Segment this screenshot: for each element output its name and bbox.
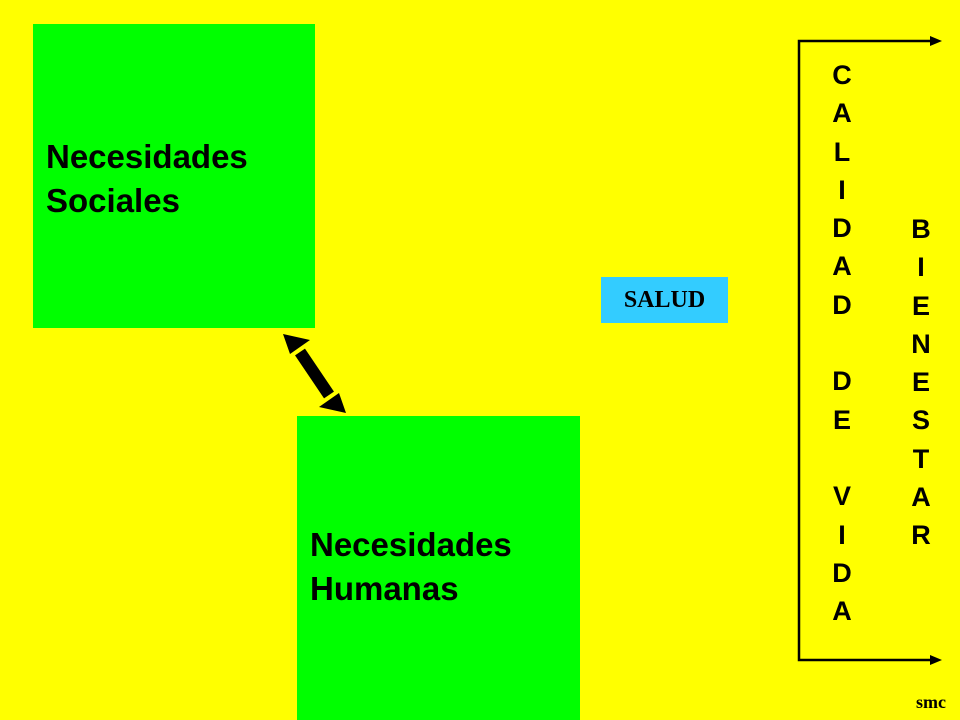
social-needs-label: Necesidades Sociales: [46, 135, 248, 223]
quality-of-life-gap: [820, 439, 864, 477]
wellbeing-letter: I: [917, 252, 925, 283]
quality-of-life-letter: D: [832, 289, 852, 320]
quality-of-life-letter: E: [832, 404, 851, 435]
quality-of-life-letter: D: [832, 213, 852, 244]
quality-of-life-letter: C: [832, 60, 852, 90]
quality-of-life-letter: A: [832, 98, 852, 129]
wellbeing-letter: E: [911, 290, 930, 321]
human-needs-line1: Necesidades: [310, 526, 512, 563]
quality-of-life-letter: V: [832, 481, 851, 512]
quality-of-life-letter: A: [832, 596, 852, 627]
double-arrow-icon: [283, 334, 346, 413]
wellbeing-letter: A: [911, 482, 931, 513]
wellbeing-letter: B: [911, 214, 931, 244]
quality-of-life-letter: L: [833, 136, 851, 167]
human-needs-label: Necesidades Humanas: [310, 523, 512, 611]
wellbeing-letter: S: [911, 405, 930, 436]
wellbeing-letter: T: [912, 443, 930, 474]
author-credit: smc: [916, 692, 946, 712]
quality-of-life-letter: D: [832, 557, 852, 588]
wellbeing-letter: N: [911, 328, 931, 359]
social-needs-line2: Sociales: [46, 182, 180, 219]
quality-of-life-letter: I: [838, 519, 846, 550]
human-needs-line2: Humanas: [310, 570, 459, 607]
human-needs-box: Necesidades Humanas: [297, 416, 580, 720]
wellbeing-letter: R: [911, 520, 931, 551]
social-needs-line1: Necesidades: [46, 138, 248, 175]
wellbeing-letter: E: [911, 367, 930, 398]
quality-of-life-letter: I: [838, 174, 846, 205]
social-needs-box: Necesidades Sociales: [33, 24, 315, 328]
health-badge: SALUD: [601, 277, 728, 323]
quality-of-life-letter: A: [832, 251, 852, 282]
quality-of-life-gap: [820, 324, 864, 362]
quality-of-life-letter: D: [832, 366, 852, 397]
